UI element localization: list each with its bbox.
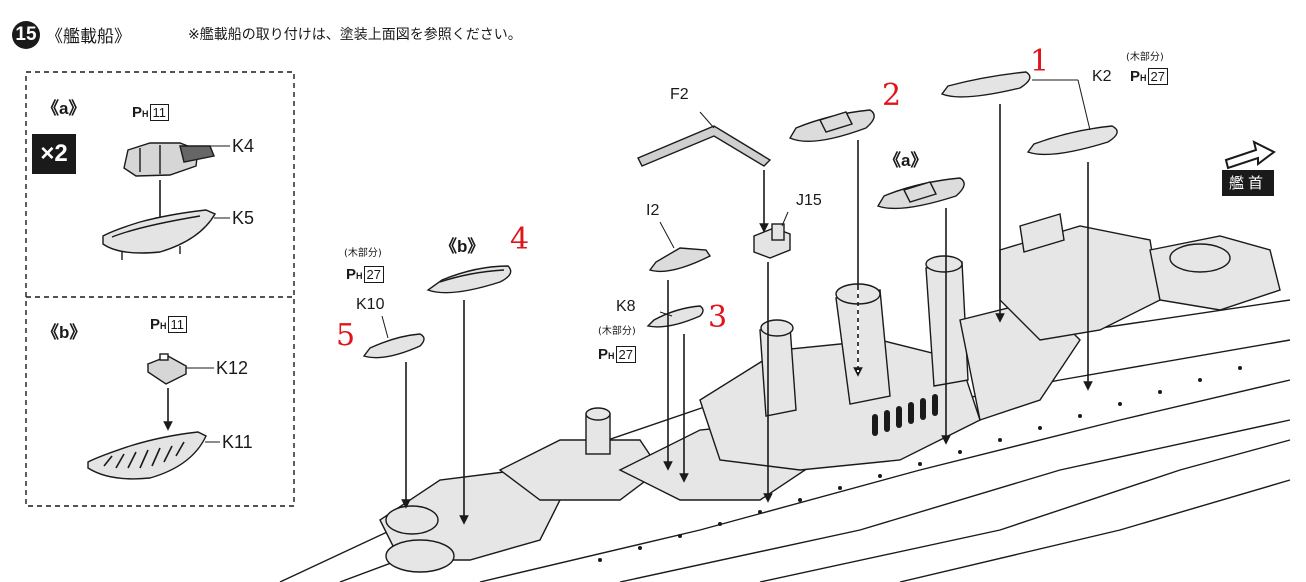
part-label-k11: K11 bbox=[222, 432, 253, 452]
step-note: ※艦載船の取り付けは、塗装上面図を参照ください。 bbox=[188, 27, 522, 43]
part-label-f2: F2 bbox=[670, 86, 689, 103]
bow-arrow-icon bbox=[1224, 140, 1276, 170]
part-k2-boat bbox=[1026, 125, 1118, 156]
ship-portholes bbox=[598, 366, 1242, 562]
part-k8-boat bbox=[646, 305, 704, 328]
part-label-k8: K8 bbox=[616, 298, 636, 315]
part-boat-a bbox=[876, 177, 965, 210]
multiplier-badge: ×2 bbox=[32, 134, 76, 174]
part-label-k10: K10 bbox=[356, 296, 385, 313]
part-j15-bracket bbox=[753, 223, 791, 259]
part-label-k2: K2 bbox=[1092, 68, 1112, 85]
wood-note-k8: (木部分) bbox=[598, 326, 636, 337]
part-f2-crane bbox=[637, 125, 772, 167]
part-boat-1 bbox=[940, 71, 1031, 98]
part-label-j15: J15 bbox=[796, 192, 822, 209]
wood-note-k2: (木部分) bbox=[1126, 52, 1164, 63]
inset-a-label: 《a》 bbox=[42, 99, 86, 118]
sub-assembly-a-label: 《a》 bbox=[884, 151, 928, 170]
part-k4-canopy bbox=[123, 142, 215, 177]
ship-superstructure bbox=[379, 213, 1281, 573]
inset-b-label: 《b》 bbox=[42, 323, 87, 342]
sub-assembly-b-label: 《b》 bbox=[440, 237, 485, 256]
handwritten-number-3: 3 bbox=[708, 300, 728, 335]
handwritten-number-1: 1 bbox=[1030, 44, 1050, 79]
step-title: 《艦載船》 bbox=[46, 27, 131, 47]
part-k11-boat bbox=[87, 431, 207, 480]
part-label-k5: K5 bbox=[232, 208, 255, 228]
part-boat-2 bbox=[788, 109, 875, 143]
handwritten-number-5: 5 bbox=[336, 318, 356, 353]
part-label-i2: I2 bbox=[646, 202, 660, 219]
part-k5-boat bbox=[102, 209, 216, 260]
step-number: 15 bbox=[12, 21, 40, 49]
handwritten-number-2: 2 bbox=[882, 78, 902, 113]
wood-note-k10: (木部分) bbox=[344, 248, 382, 259]
funnel-vents bbox=[872, 394, 938, 436]
part-i2 bbox=[648, 247, 712, 273]
leader-lines bbox=[381, 79, 1091, 339]
bow-label: 艦首 bbox=[1222, 170, 1274, 196]
handwritten-number-4: 4 bbox=[510, 222, 530, 257]
part-k10-boat bbox=[362, 333, 425, 359]
part-label-k12: K12 bbox=[216, 358, 249, 378]
part-k12 bbox=[146, 353, 188, 385]
part-boat-b bbox=[426, 265, 512, 294]
part-label-k4: K4 bbox=[232, 136, 255, 156]
